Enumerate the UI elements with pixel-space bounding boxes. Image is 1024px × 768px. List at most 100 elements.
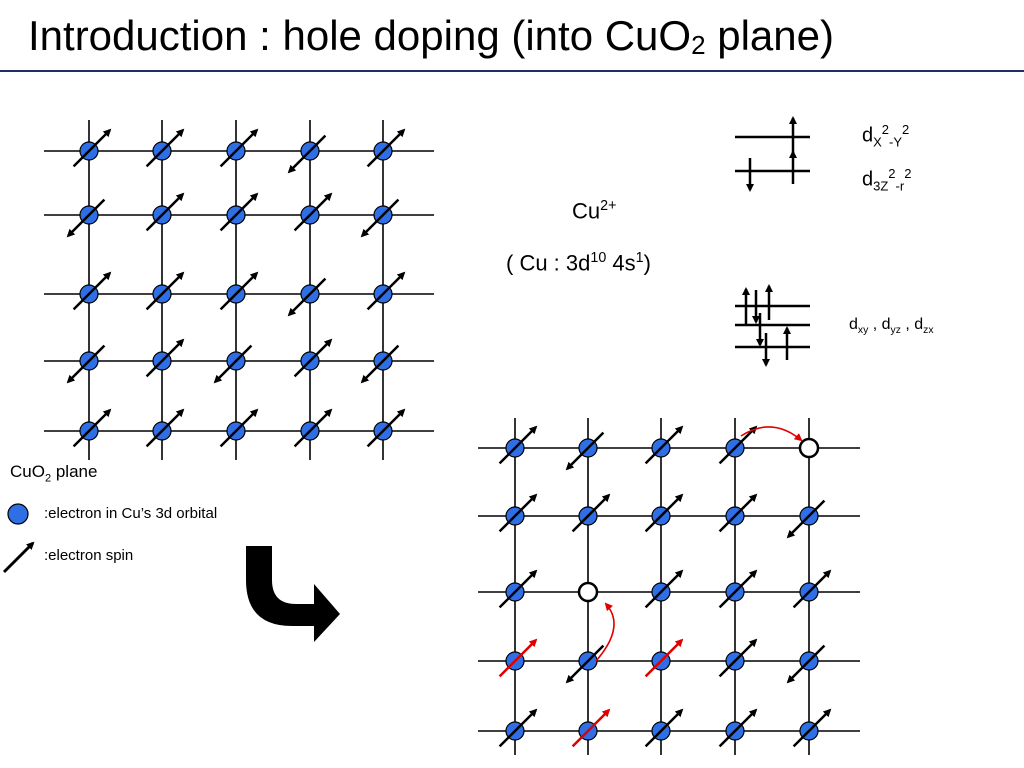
- legend-cuo2-plane: CuO2 plane: [10, 462, 97, 484]
- spin-arrow: [718, 708, 758, 748]
- spin-arrow: [72, 271, 112, 311]
- spin-arrow: [644, 425, 684, 465]
- orb-d: d: [849, 316, 858, 333]
- hole-hop-arrow: [595, 602, 615, 662]
- spin-arrow: [366, 271, 406, 311]
- title-underline: [0, 70, 1024, 72]
- spin-arrow: [366, 408, 406, 448]
- spin-arrow: [293, 408, 333, 448]
- spin-arrow: [360, 344, 400, 384]
- legend-spin-label: :electron spin: [44, 547, 134, 564]
- spin-arrow-icon: [2, 541, 35, 574]
- orb-sub: X: [873, 134, 882, 150]
- ion-charge: 2+: [600, 198, 617, 214]
- spin-arrow: [145, 408, 185, 448]
- spin-arrow: [293, 192, 333, 232]
- spin-arrow: [219, 408, 259, 448]
- orb-sub: xy: [857, 325, 869, 337]
- spin-arrow: [792, 708, 832, 748]
- orb-sub: yz: [890, 325, 901, 337]
- ion-base: Cu: [572, 198, 601, 224]
- spin-arrow: [287, 277, 327, 317]
- spin-arrow: [66, 198, 106, 238]
- electron-icon: [7, 503, 29, 525]
- orb-sub: 3Z: [873, 178, 889, 194]
- legend-plane-sub: 2: [44, 472, 52, 485]
- spin-arrow: [145, 271, 185, 311]
- spin-arrow: [287, 134, 327, 174]
- electron-configuration: ( Cu : 3d10 4s1): [506, 250, 651, 276]
- title-subscript: 2: [691, 30, 706, 60]
- lattice-undoped: [44, 120, 434, 460]
- spin-arrow: [219, 128, 259, 168]
- orb-sub: zx: [923, 325, 934, 337]
- doped-spin-arrow: [498, 638, 538, 678]
- config-s-exponent: 1: [635, 250, 644, 266]
- orbital-label-dx2-y2: dX2-Y2: [862, 122, 909, 150]
- orb-sup: 2: [881, 122, 890, 137]
- spin-arrow: [145, 338, 185, 378]
- cu-ion-label: Cu2+: [572, 198, 616, 224]
- spin-arrow: [145, 192, 185, 232]
- spin-arrow: [718, 425, 758, 465]
- spin-arrow: [72, 408, 112, 448]
- spin-arrow: [66, 344, 106, 384]
- spin-arrow: [293, 338, 333, 378]
- spin-arrow: [366, 128, 406, 168]
- doped-spin-arrow: [571, 708, 611, 748]
- spin-arrow: [786, 499, 826, 539]
- legend-plane-a: CuO: [10, 462, 45, 481]
- spin-arrow: [565, 644, 605, 684]
- spin-arrow: [718, 638, 758, 678]
- spin-arrow: [792, 569, 832, 609]
- orb-d: d: [862, 168, 874, 191]
- orb-d: d: [862, 124, 874, 147]
- spin-arrow: [498, 493, 538, 533]
- spin-arrow: [498, 569, 538, 609]
- spin-arrow: [718, 493, 758, 533]
- hole-hop-arrow: [740, 426, 803, 442]
- config-open: ( Cu : 3d: [506, 250, 591, 276]
- config-mid: 4s: [606, 250, 636, 276]
- spin-arrow: [498, 425, 538, 465]
- spin-arrow: [219, 271, 259, 311]
- spin-arrow: [213, 344, 253, 384]
- orb-sup: 2: [902, 122, 910, 137]
- legend-electron-label: :electron in Cu’s 3d orbital: [44, 505, 218, 522]
- spin-arrow: [360, 198, 400, 238]
- orb-dash: -: [889, 134, 894, 150]
- orb-sep: , d: [868, 316, 891, 333]
- orb-sep: , d: [900, 316, 924, 333]
- slide-title: Introduction : hole doping (into CuO2 pl…: [28, 10, 834, 71]
- hole-site: [577, 581, 599, 603]
- config-d-exponent: 10: [590, 250, 607, 266]
- lattice-hole-doped: [478, 418, 860, 755]
- doped-spin-arrow: [644, 638, 684, 678]
- spin-arrow: [644, 493, 684, 533]
- orbital-label-d3z2-r2: d3Z2-r2: [862, 166, 911, 194]
- hole-site: [798, 437, 820, 459]
- orb-sub: Y: [893, 134, 903, 150]
- legend-plane-b: plane: [51, 462, 98, 481]
- orb-sup: 2: [904, 166, 912, 181]
- orbital-level-diagram: [735, 116, 810, 367]
- orb-sub: r: [899, 178, 905, 194]
- spin-arrow: [644, 569, 684, 609]
- spin-arrow: [644, 708, 684, 748]
- down-right-curved-arrow-icon: [246, 546, 340, 642]
- spin-arrow: [565, 431, 605, 471]
- spin-arrow: [145, 128, 185, 168]
- title-end: plane): [705, 12, 834, 59]
- orbital-label-t2g: dxy , dyz , dzx: [849, 316, 934, 336]
- spin-arrow: [571, 493, 611, 533]
- spin-arrow: [786, 644, 826, 684]
- spin-arrow: [219, 192, 259, 232]
- config-close: ): [643, 250, 651, 276]
- spin-arrow: [498, 708, 538, 748]
- spin-arrow: [718, 569, 758, 609]
- orb-sup: 2: [888, 166, 896, 181]
- orb-dash: -: [895, 178, 900, 194]
- spin-arrow: [72, 128, 112, 168]
- title-main: Introduction : hole doping (into CuO: [28, 12, 692, 59]
